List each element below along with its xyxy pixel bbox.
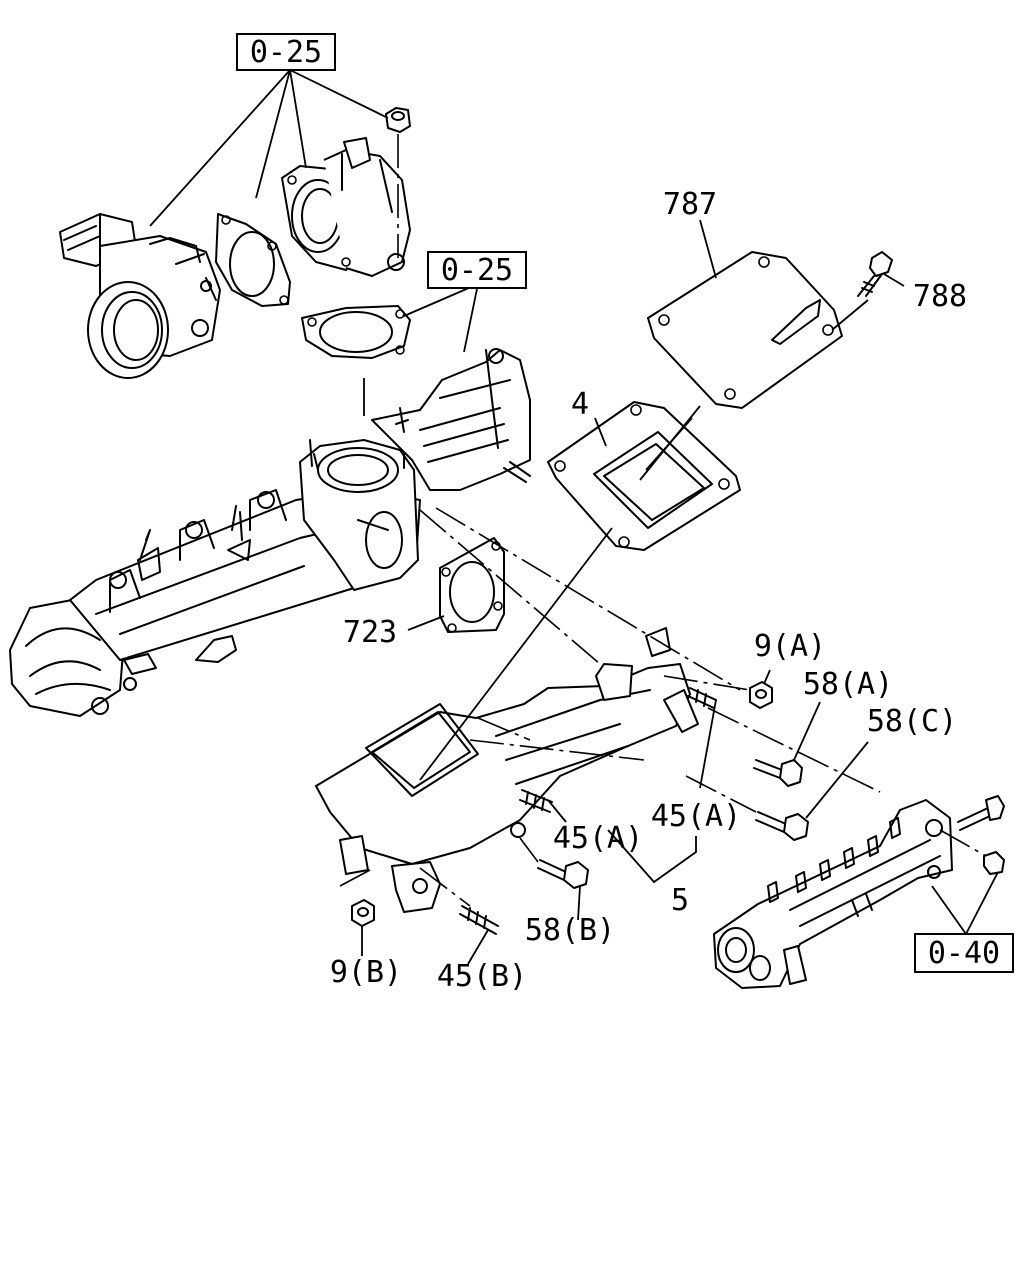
reference-box-top: 0-25 (236, 33, 336, 71)
bolt-788 (857, 251, 893, 297)
nut-top (385, 107, 411, 133)
stud-45a-right (687, 687, 717, 709)
label-58a: 58(A) (803, 667, 893, 702)
label-5: 5 (671, 883, 689, 918)
bolt-58c (755, 811, 809, 841)
intake-elbow (281, 137, 411, 277)
cover-plate-787 (647, 251, 843, 409)
nut-9b (351, 899, 375, 927)
stud-45b (459, 905, 499, 935)
fuel-rail (713, 795, 1005, 989)
elbow-gasket (301, 305, 411, 359)
label-4: 4 (571, 387, 589, 422)
throttle-body (59, 213, 221, 379)
egr-housing (371, 348, 531, 491)
throttle-gasket (215, 213, 291, 307)
reference-box-mid: 0-25 (427, 251, 527, 289)
reference-box-rail: 0-40 (914, 933, 1014, 973)
bolt-58a (753, 759, 803, 787)
ref-label-mid: 0-25 (441, 253, 513, 288)
label-9b: 9(B) (330, 955, 402, 990)
label-58b: 58(B) (525, 913, 615, 948)
ref-label-top: 0-25 (250, 35, 322, 70)
manifold-center-port (299, 439, 419, 591)
nut-9a (749, 681, 773, 709)
label-45a-left: 45(A) (553, 821, 643, 856)
stud-45a-left (519, 789, 553, 813)
gasket-723 (439, 537, 505, 633)
label-723: 723 (343, 615, 397, 650)
bolt-58b (537, 859, 589, 889)
centerlines (339, 507, 987, 907)
leader-lines (149, 69, 999, 965)
label-45b: 45(B) (437, 959, 527, 994)
egr-pipe-5 (315, 627, 699, 913)
label-58c: 58(C) (867, 704, 957, 739)
label-788: 788 (913, 279, 967, 314)
label-787: 787 (663, 187, 717, 222)
label-45a-right: 45(A) (651, 799, 741, 834)
ref-label-rail: 0-40 (928, 936, 1000, 971)
label-9a: 9(A) (754, 629, 826, 664)
